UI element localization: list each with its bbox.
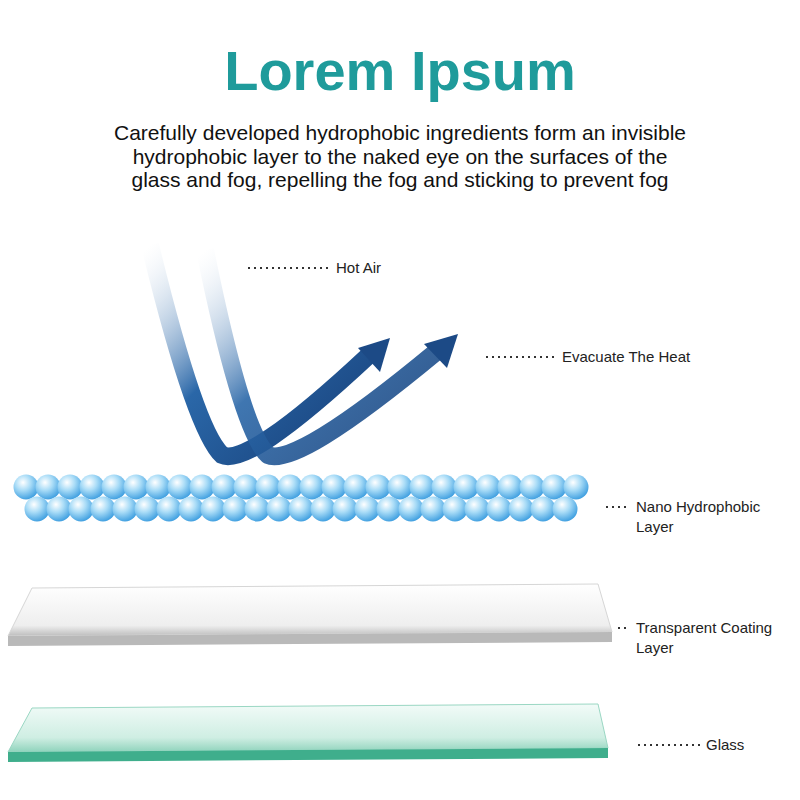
sphere xyxy=(476,475,501,500)
sphere xyxy=(553,497,578,522)
sphere xyxy=(322,475,347,500)
glass-plate xyxy=(8,704,608,762)
leader-lines xyxy=(248,268,702,745)
sphere xyxy=(377,497,402,522)
sphere xyxy=(102,475,127,500)
sphere xyxy=(300,475,325,500)
sphere xyxy=(355,497,380,522)
sphere xyxy=(443,497,468,522)
sphere xyxy=(289,497,314,522)
sphere xyxy=(179,497,204,522)
sphere xyxy=(146,475,171,500)
sphere xyxy=(113,497,138,522)
sphere xyxy=(531,497,556,522)
sphere xyxy=(465,497,490,522)
sphere xyxy=(454,475,479,500)
sphere xyxy=(542,475,567,500)
sphere xyxy=(124,475,149,500)
sphere xyxy=(333,497,358,522)
part-label: Nano Hydrophobic Layer xyxy=(636,497,784,538)
part-label: Glass xyxy=(706,735,744,755)
title: Lorem Ipsum xyxy=(0,40,800,102)
part-label: Hot Air xyxy=(336,258,381,278)
sphere xyxy=(421,497,446,522)
sphere xyxy=(344,475,369,500)
description: Carefully developed hydrophobic ingredie… xyxy=(110,121,690,192)
sphere xyxy=(278,475,303,500)
part-label: Transparent Coating Layer xyxy=(636,618,786,659)
sphere xyxy=(245,497,270,522)
sphere xyxy=(36,475,61,500)
sphere xyxy=(201,497,226,522)
sphere xyxy=(223,497,248,522)
sphere xyxy=(366,475,391,500)
sphere xyxy=(256,475,281,500)
hot-air-arrows xyxy=(150,245,458,456)
sphere xyxy=(487,497,512,522)
nano-layer-spheres xyxy=(14,475,589,522)
sphere xyxy=(25,497,50,522)
sphere xyxy=(168,475,193,500)
sphere xyxy=(234,475,259,500)
sphere xyxy=(212,475,237,500)
sphere xyxy=(388,475,413,500)
sphere xyxy=(135,497,160,522)
sphere xyxy=(91,497,116,522)
part-label: Evacuate The Heat xyxy=(562,347,690,367)
sphere xyxy=(69,497,94,522)
sphere xyxy=(14,475,39,500)
sphere xyxy=(432,475,457,500)
sphere xyxy=(564,475,589,500)
sphere xyxy=(58,475,83,500)
sphere xyxy=(157,497,182,522)
coating-plate xyxy=(8,584,612,646)
sphere xyxy=(311,497,336,522)
sphere xyxy=(267,497,292,522)
sphere xyxy=(399,497,424,522)
sphere xyxy=(520,475,545,500)
sphere xyxy=(498,475,523,500)
sphere xyxy=(509,497,534,522)
sphere xyxy=(190,475,215,500)
sphere xyxy=(80,475,105,500)
sphere xyxy=(47,497,72,522)
sphere xyxy=(410,475,435,500)
